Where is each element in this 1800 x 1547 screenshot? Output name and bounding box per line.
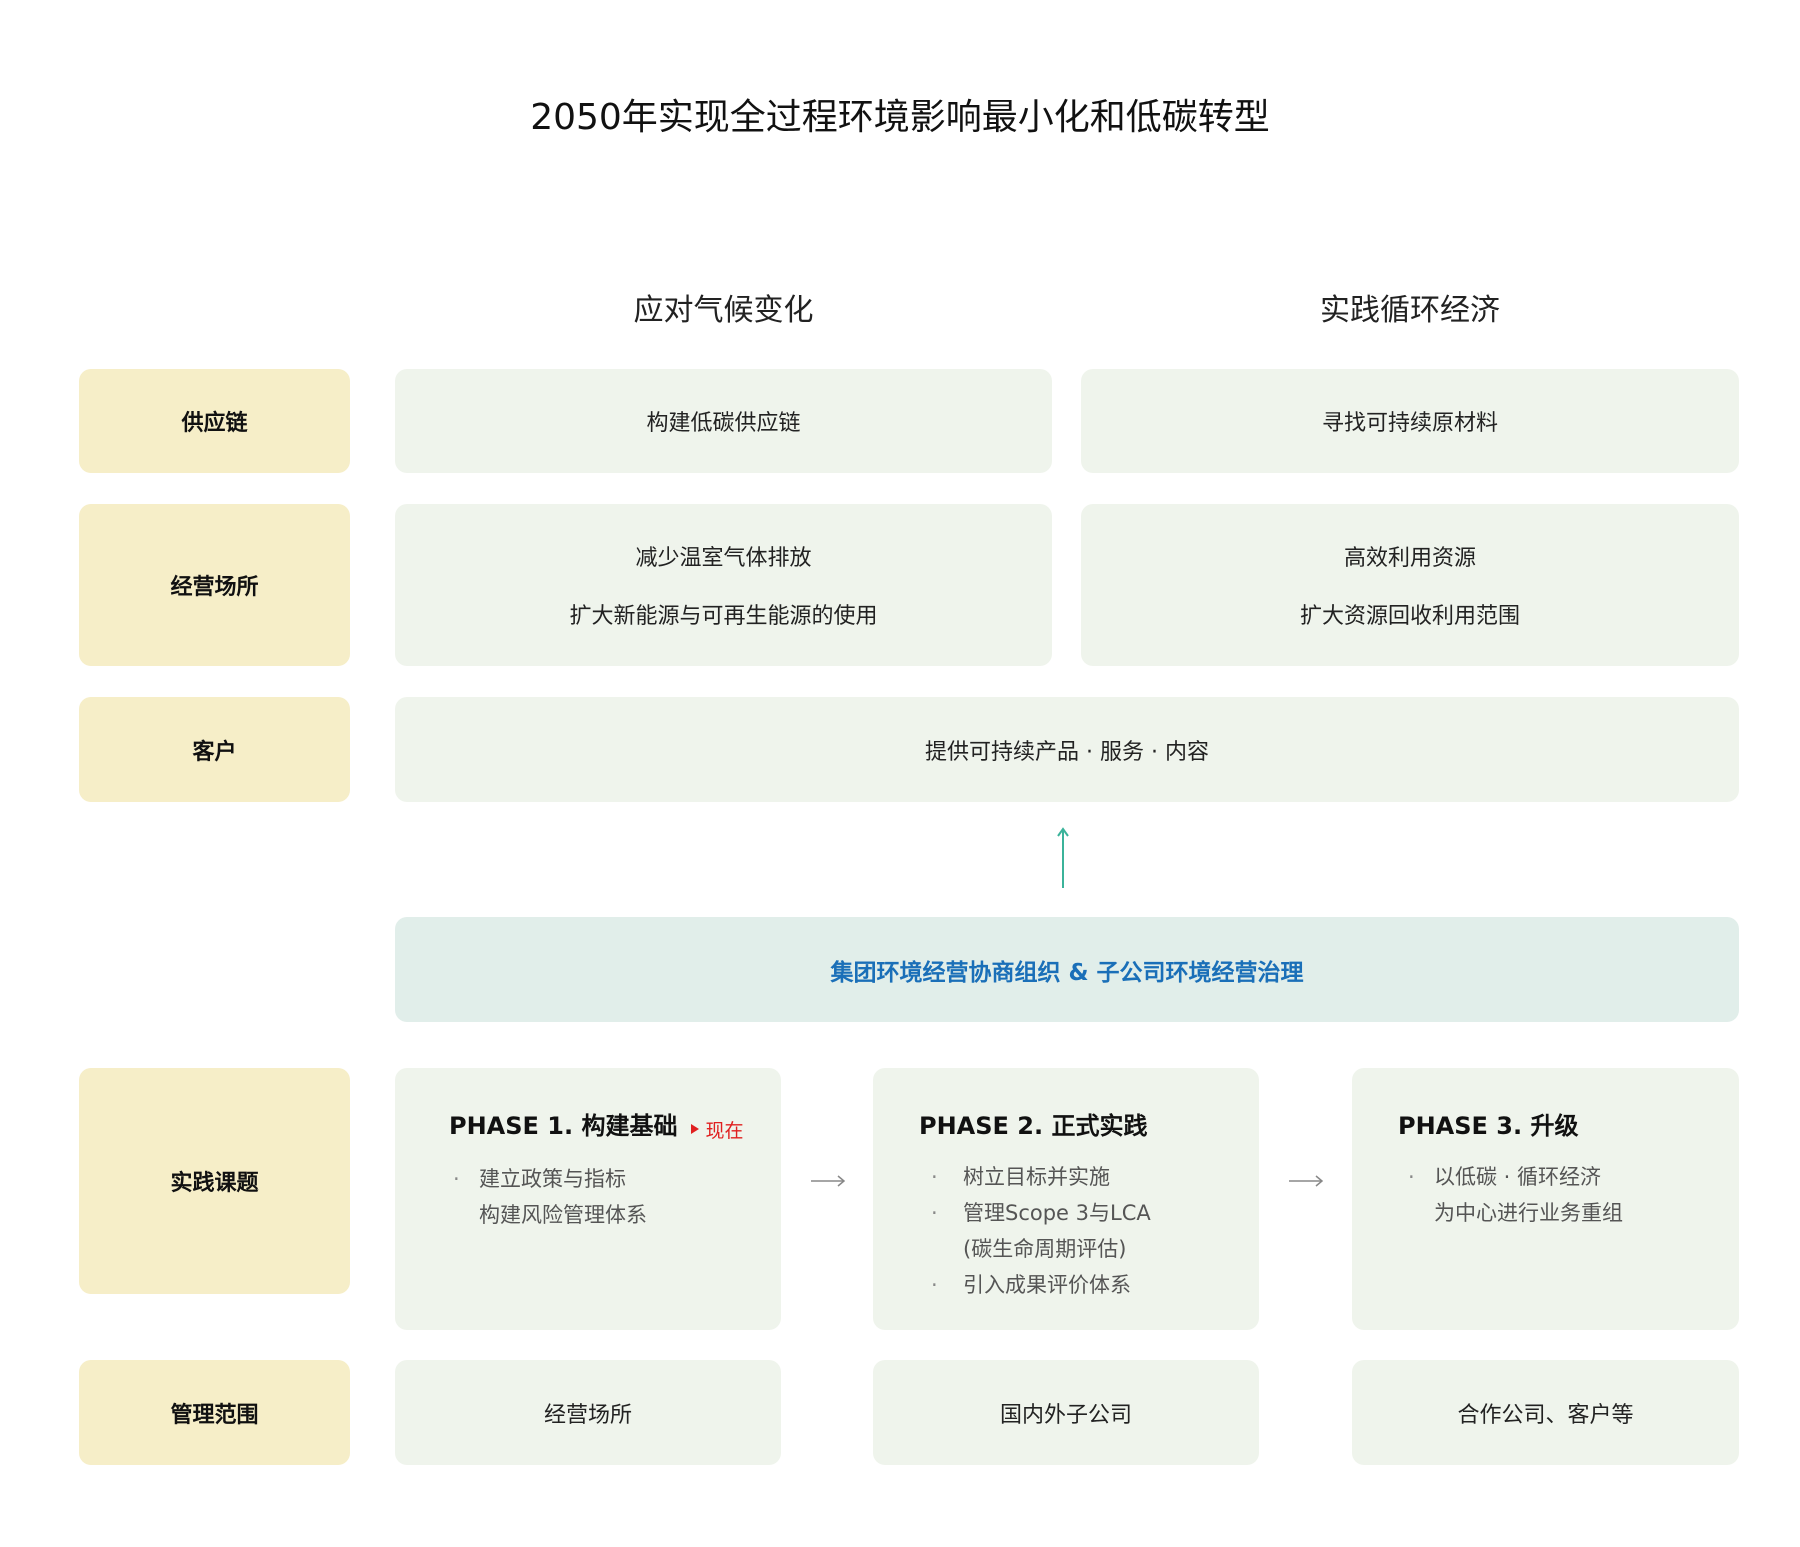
- row-label-text: 经营场所: [170, 575, 259, 600]
- bullet-item: · 管理Scope 3与LCA (碳生命周期评估): [919, 1195, 1259, 1267]
- triangle-right-icon: [691, 1124, 700, 1134]
- cell-customers: 提供可持续产品 · 服务 · 内容: [395, 697, 1739, 802]
- bullet-dot-icon: ·: [931, 1165, 938, 1189]
- phase-title-text: PHASE 1. 构建基础: [449, 1112, 678, 1140]
- bullet-dot-icon: ·: [453, 1166, 460, 1191]
- phase-title-text: PHASE 2. 正式实践: [919, 1112, 1148, 1140]
- right-arrow-icon: [811, 1175, 846, 1187]
- governance-band: 集团环境经营协商组织 & 子公司环境经营治理: [395, 917, 1739, 1022]
- bullet-line: (碳生命周期评估): [963, 1237, 1127, 1261]
- bullet-item: · 建立政策与指标 构建风险管理体系: [449, 1161, 781, 1233]
- cell-supply-chain-circular: 寻找可持续原材料: [1081, 369, 1739, 473]
- bullet-line: 管理Scope 3与LCA: [963, 1201, 1151, 1225]
- bullet-line: 引入成果评价体系: [963, 1273, 1131, 1297]
- current-badge: 现在: [691, 1116, 743, 1143]
- cell-text: 寻找可持续原材料: [1321, 411, 1498, 436]
- phase-title: PHASE 1. 构建基础 现在: [449, 1106, 781, 1143]
- cell-scope-1: 经营场所: [395, 1360, 781, 1465]
- right-arrow-icon: [1289, 1175, 1324, 1187]
- row-label-text: 供应链: [181, 411, 248, 436]
- cell-text: 合作公司、客户等: [1457, 1402, 1634, 1428]
- cell-text: 减少温室气体排放: [635, 546, 812, 571]
- cell-sites-climate: 减少温室气体排放 扩大新能源与可再生能源的使用: [395, 504, 1052, 666]
- column-header-circular: 实践循环经济: [1320, 293, 1500, 328]
- current-badge-text: 现在: [705, 1119, 744, 1142]
- row-label-text: 客户: [192, 739, 237, 765]
- row-label-supply-chain: 供应链: [79, 369, 350, 473]
- cell-text: 提供可持续产品 · 服务 · 内容: [925, 739, 1209, 765]
- bullet-line: 以低碳 · 循环经济: [1434, 1165, 1602, 1189]
- phase-card-3: PHASE 3. 升级 · 以低碳 · 循环经济 为中心进行业务重组: [1352, 1068, 1739, 1330]
- cell-supply-chain-climate: 构建低碳供应链: [395, 369, 1052, 473]
- bullet-dot-icon: ·: [1408, 1165, 1415, 1189]
- row-label-scope: 管理范围: [79, 1360, 350, 1465]
- bullet-line: 构建风险管理体系: [479, 1202, 647, 1227]
- bullet-line: 建立政策与指标: [479, 1166, 626, 1191]
- page-title: 2050年实现全过程环境影响最小化和低碳转型: [530, 97, 1270, 138]
- bullet-dot-icon: ·: [931, 1201, 938, 1225]
- up-arrow-icon: [1057, 827, 1069, 888]
- cell-sites-circular: 高效利用资源 扩大资源回收利用范围: [1081, 504, 1739, 666]
- phase-title: PHASE 3. 升级: [1398, 1106, 1739, 1141]
- cell-text: 扩大新能源与可再生能源的使用: [569, 604, 878, 629]
- bullet-line: 树立目标并实施: [963, 1165, 1110, 1189]
- cell-text: 高效利用资源: [1343, 546, 1476, 571]
- governance-text: 集团环境经营协商组织 & 子公司环境经营治理: [830, 959, 1304, 986]
- bullet-item: · 引入成果评价体系: [919, 1267, 1259, 1303]
- cell-text: 国内外子公司: [999, 1402, 1132, 1428]
- cell-text: 构建低碳供应链: [646, 411, 801, 436]
- column-header-climate: 应对气候变化: [633, 293, 814, 328]
- row-label-text: 实践课题: [170, 1171, 259, 1196]
- row-label-tasks: 实践课题: [79, 1068, 350, 1294]
- bullet-item: · 以低碳 · 循环经济 为中心进行业务重组: [1398, 1159, 1739, 1231]
- phase-title: PHASE 2. 正式实践: [919, 1106, 1259, 1141]
- phase-bullets: · 以低碳 · 循环经济 为中心进行业务重组: [1398, 1159, 1739, 1231]
- row-label-text: 管理范围: [170, 1402, 259, 1428]
- bullet-dot-icon: ·: [931, 1273, 938, 1297]
- row-label-customers: 客户: [79, 697, 350, 802]
- cell-scope-2: 国内外子公司: [873, 1360, 1259, 1465]
- cell-text: 经营场所: [543, 1402, 632, 1428]
- phase-bullets: · 建立政策与指标 构建风险管理体系: [449, 1161, 781, 1233]
- bullet-line: 为中心进行业务重组: [1434, 1201, 1623, 1225]
- cell-scope-3: 合作公司、客户等: [1352, 1360, 1739, 1465]
- phase-bullets: · 树立目标并实施 · 管理Scope 3与LCA (碳生命周期评估) · 引入…: [919, 1159, 1259, 1303]
- phase-card-1: PHASE 1. 构建基础 现在 · 建立政策与指标 构建风险管理体系: [395, 1068, 781, 1330]
- bullet-item: · 树立目标并实施: [919, 1159, 1259, 1195]
- row-label-sites: 经营场所: [79, 504, 350, 666]
- phase-card-2: PHASE 2. 正式实践 · 树立目标并实施 · 管理Scope 3与LCA …: [873, 1068, 1259, 1330]
- phase-title-text: PHASE 3. 升级: [1398, 1112, 1579, 1140]
- cell-text: 扩大资源回收利用范围: [1299, 604, 1520, 629]
